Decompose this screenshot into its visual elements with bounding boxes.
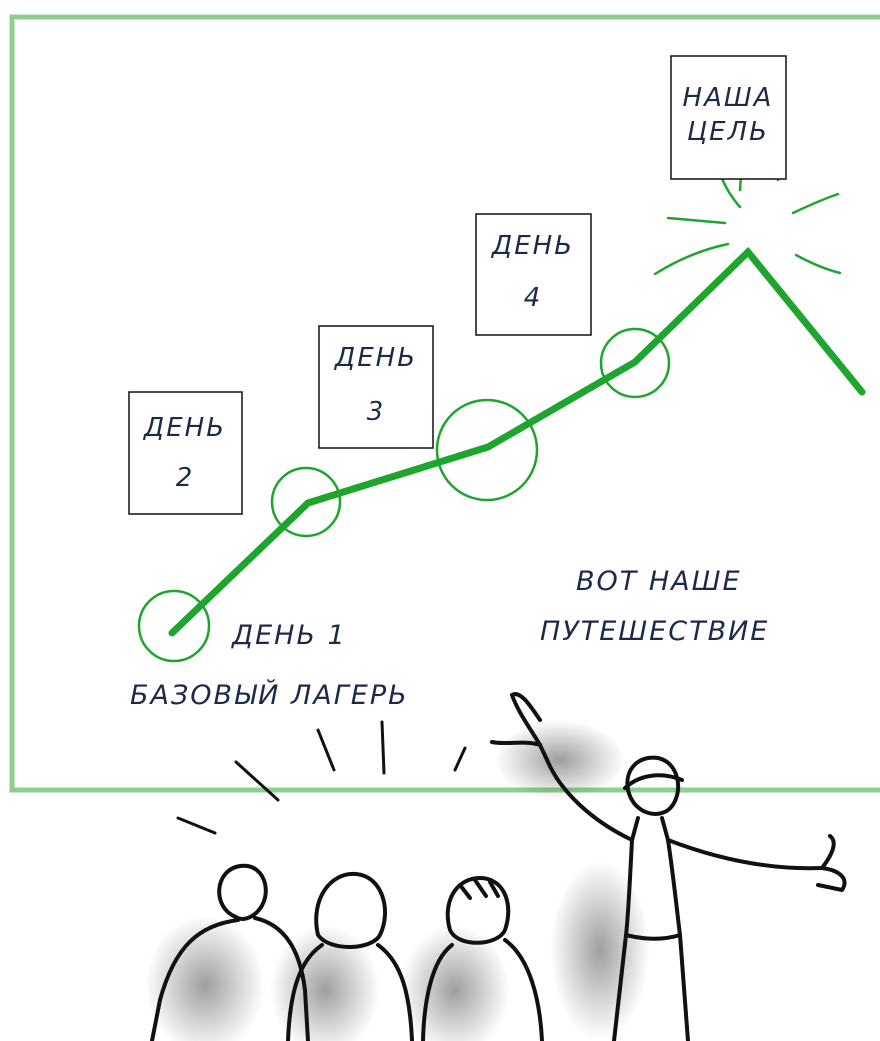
journey-caption-line2: ПУТЕШЕСТВИЕ bbox=[540, 616, 769, 647]
day-box-2-number: 2 bbox=[176, 463, 195, 493]
milestone-day2 bbox=[270, 466, 342, 538]
audience-person-1 bbox=[150, 863, 310, 1041]
goal-box-line2: ЦЕЛЬ bbox=[687, 117, 769, 147]
goal-box-line1: НАША bbox=[683, 83, 774, 113]
milestone-circles bbox=[137, 327, 671, 663]
day-box-3: ДЕНЬ 3 bbox=[318, 325, 434, 449]
milestone-day1 bbox=[137, 589, 211, 663]
day-box-3-number: 3 bbox=[367, 397, 386, 427]
excitement-marks bbox=[176, 720, 467, 835]
milestone-day3 bbox=[435, 398, 539, 502]
goal-box: НАША ЦЕЛЬ bbox=[670, 55, 787, 180]
milestone-day4 bbox=[599, 327, 671, 399]
audience-person-3 bbox=[421, 876, 544, 1041]
day-box-2-title: ДЕНЬ bbox=[143, 413, 226, 443]
day-box-4: ДЕНЬ 4 bbox=[475, 213, 592, 336]
journey-caption-line1: ВОТ НАШЕ bbox=[576, 566, 742, 597]
day-box-4-number: 4 bbox=[524, 283, 543, 313]
base-camp-label: БАЗОВЫЙ ЛАГЕРЬ bbox=[130, 679, 409, 711]
day1-label: ДЕНЬ 1 bbox=[231, 620, 347, 651]
route-line bbox=[168, 246, 866, 637]
whiteboard-frame bbox=[9, 14, 880, 793]
day-box-4-title: ДЕНЬ bbox=[491, 231, 574, 261]
presenter-figure bbox=[490, 692, 847, 1041]
day-box-2: ДЕНЬ 2 bbox=[128, 391, 243, 515]
day-box-3-title: ДЕНЬ bbox=[334, 343, 417, 373]
audience-person-2 bbox=[286, 871, 414, 1041]
